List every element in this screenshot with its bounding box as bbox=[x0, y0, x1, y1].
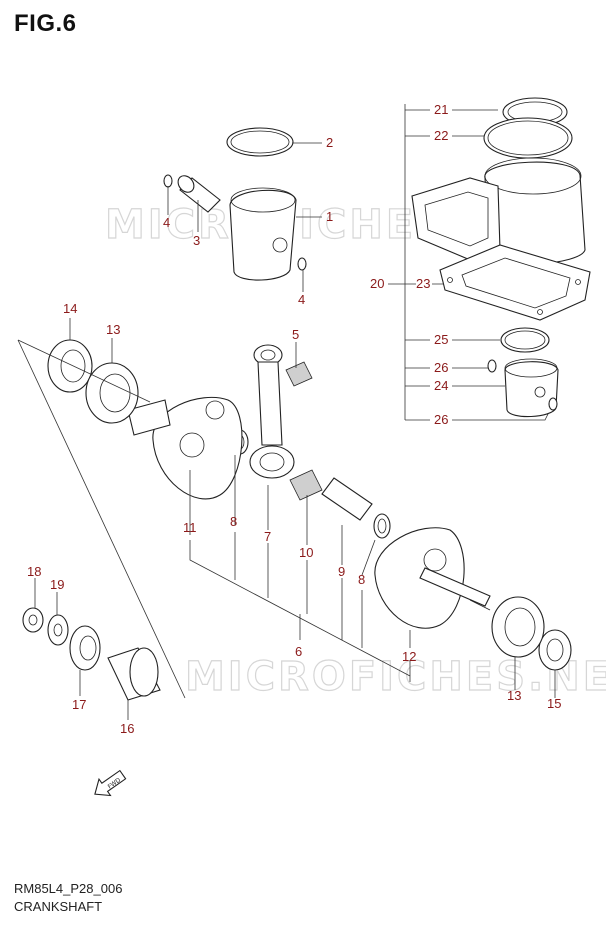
bearing-13-right bbox=[491, 596, 545, 658]
base-gasket-23 bbox=[439, 244, 591, 321]
piston-1 bbox=[229, 187, 297, 281]
circlip-26-upper bbox=[487, 359, 497, 373]
fwd-arrow-icon: FWD bbox=[94, 769, 127, 797]
callout-8b: 8 bbox=[358, 572, 365, 587]
callout-1: 1 bbox=[326, 209, 333, 224]
callout-12: 12 bbox=[402, 649, 416, 664]
kit-bracket bbox=[388, 104, 554, 421]
callout-13b: 13 bbox=[507, 688, 521, 703]
circlip-26-lower bbox=[548, 397, 558, 411]
piston-24 bbox=[504, 358, 559, 418]
callout-22: 22 bbox=[434, 128, 448, 143]
gear-17 bbox=[69, 625, 101, 671]
callout-6: 6 bbox=[295, 644, 302, 659]
callout-16: 16 bbox=[120, 721, 134, 736]
callout-23: 23 bbox=[416, 276, 430, 291]
callout-5: 5 bbox=[292, 327, 299, 342]
watermark-bottom: MICROFICHES.NET bbox=[185, 654, 606, 700]
callout-7: 7 bbox=[264, 529, 271, 544]
sleeve-16 bbox=[107, 647, 161, 701]
crank-right-12 bbox=[374, 527, 491, 629]
leader-lines bbox=[34, 142, 556, 720]
frame-lines bbox=[17, 339, 411, 699]
callout-3: 3 bbox=[193, 233, 200, 248]
callout-8a: 8 bbox=[230, 514, 237, 529]
o-ring-25 bbox=[500, 327, 550, 353]
nut-18 bbox=[22, 607, 44, 633]
callout-25: 25 bbox=[434, 332, 448, 347]
callout-14: 14 bbox=[63, 301, 77, 316]
piston-pin-3 bbox=[177, 175, 221, 213]
washer-19 bbox=[47, 614, 69, 646]
callout-13a: 13 bbox=[106, 322, 120, 337]
cylinder-body bbox=[411, 157, 586, 265]
bearing-10 bbox=[289, 469, 323, 501]
seal-14 bbox=[47, 339, 93, 393]
piston-ring-2 bbox=[226, 127, 294, 157]
callout-4a: 4 bbox=[163, 215, 170, 230]
connecting-rod-7 bbox=[249, 344, 295, 479]
callout-2: 2 bbox=[326, 135, 333, 150]
diagram-code: RM85L4_P28_006 bbox=[14, 881, 123, 896]
callout-26b: 26 bbox=[434, 412, 448, 427]
callout-20: 20 bbox=[370, 276, 384, 291]
callout-21: 21 bbox=[434, 102, 448, 117]
callout-26a: 26 bbox=[434, 360, 448, 375]
callout-10: 10 bbox=[299, 545, 313, 560]
callout-18: 18 bbox=[27, 564, 41, 579]
callout-19: 19 bbox=[50, 577, 64, 592]
crank-left-11 bbox=[127, 396, 243, 500]
washer-8-right bbox=[373, 513, 391, 539]
callout-4b: 4 bbox=[298, 292, 305, 307]
circlip-4-right bbox=[297, 257, 307, 271]
callout-9: 9 bbox=[338, 564, 345, 579]
figure-title: FIG.6 bbox=[14, 10, 77, 37]
diagram-name: CRANKSHAFT bbox=[14, 899, 103, 914]
callout-24: 24 bbox=[434, 378, 448, 393]
needle-bearing-5 bbox=[285, 361, 313, 387]
callout-17: 17 bbox=[72, 697, 86, 712]
callout-11: 11 bbox=[183, 520, 197, 535]
seal-15 bbox=[538, 629, 572, 671]
circlip-4-left bbox=[163, 174, 173, 188]
callout-15: 15 bbox=[547, 696, 561, 711]
o-ring-22 bbox=[483, 117, 573, 159]
crank-pin-9 bbox=[321, 477, 373, 521]
